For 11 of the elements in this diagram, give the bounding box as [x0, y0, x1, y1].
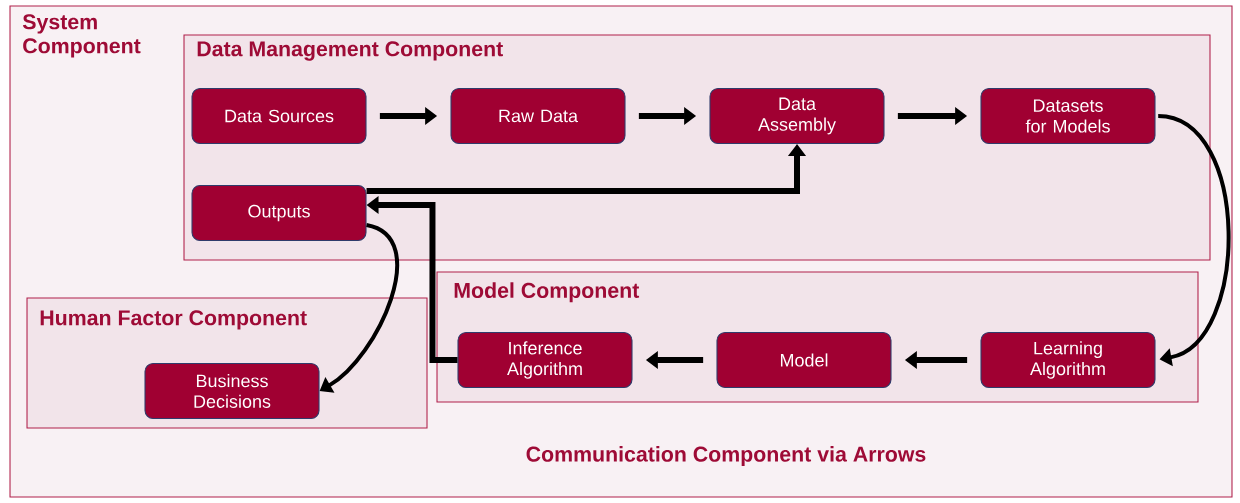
process-box: Inference Algorithm: [457, 331, 633, 389]
arrow: [1157, 114, 1231, 367]
process-box: Business Decisions: [144, 362, 320, 420]
process-box: Data Sources: [191, 87, 367, 145]
process-box: Outputs: [191, 184, 367, 242]
process-box: Raw Data: [450, 87, 626, 145]
process-box: Datasets for Models: [980, 87, 1156, 145]
process-box: Learning Algorithm: [980, 331, 1156, 389]
caption-text: Communication Component via Arrows: [526, 446, 926, 466]
process-box: Model: [716, 331, 892, 389]
process-box: Data Assembly: [709, 87, 885, 145]
